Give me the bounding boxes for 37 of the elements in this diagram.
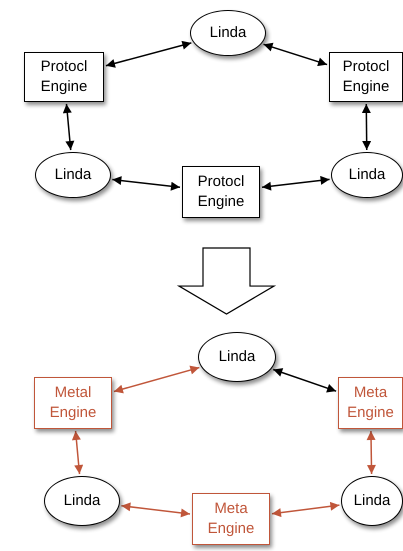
ellipse-node (198, 332, 276, 382)
double-arrow (362, 104, 372, 150)
double-arrow (262, 176, 330, 191)
node-label: Linda (208, 23, 248, 43)
ellipse-node (341, 476, 403, 526)
node-label: Linda (62, 491, 102, 511)
node-label: Metal Engine (48, 383, 98, 423)
node-label: Linda (348, 165, 386, 185)
process-box (34, 377, 112, 429)
node-label: Linda (352, 491, 392, 511)
ellipse-node (190, 10, 266, 56)
process-box (329, 52, 403, 102)
double-arrow (72, 430, 84, 474)
double-arrow (106, 40, 192, 68)
node-label: Protocl Engine (40, 57, 88, 97)
double-arrow (272, 502, 340, 518)
block-arrow (176, 247, 276, 315)
double-arrow (273, 368, 336, 392)
process-box (24, 52, 104, 102)
double-arrow (263, 42, 328, 66)
node-label: Linda (54, 165, 92, 185)
process-box (182, 166, 260, 218)
double-arrow (121, 502, 190, 518)
double-arrow (62, 104, 74, 150)
double-arrow (114, 366, 200, 394)
double-arrow (112, 176, 180, 191)
process-box (192, 493, 270, 545)
node-label: Meta Engine (206, 499, 256, 539)
node-label: Meta Engine (346, 383, 395, 423)
ellipse-node (35, 152, 111, 198)
node-label: Protocl Engine (196, 172, 246, 212)
ellipse-node (44, 476, 120, 526)
process-box (338, 377, 403, 429)
node-label: Protocl Engine (342, 57, 390, 97)
double-arrow (366, 430, 376, 474)
ellipse-node (331, 152, 403, 198)
node-label: Linda (218, 347, 256, 367)
